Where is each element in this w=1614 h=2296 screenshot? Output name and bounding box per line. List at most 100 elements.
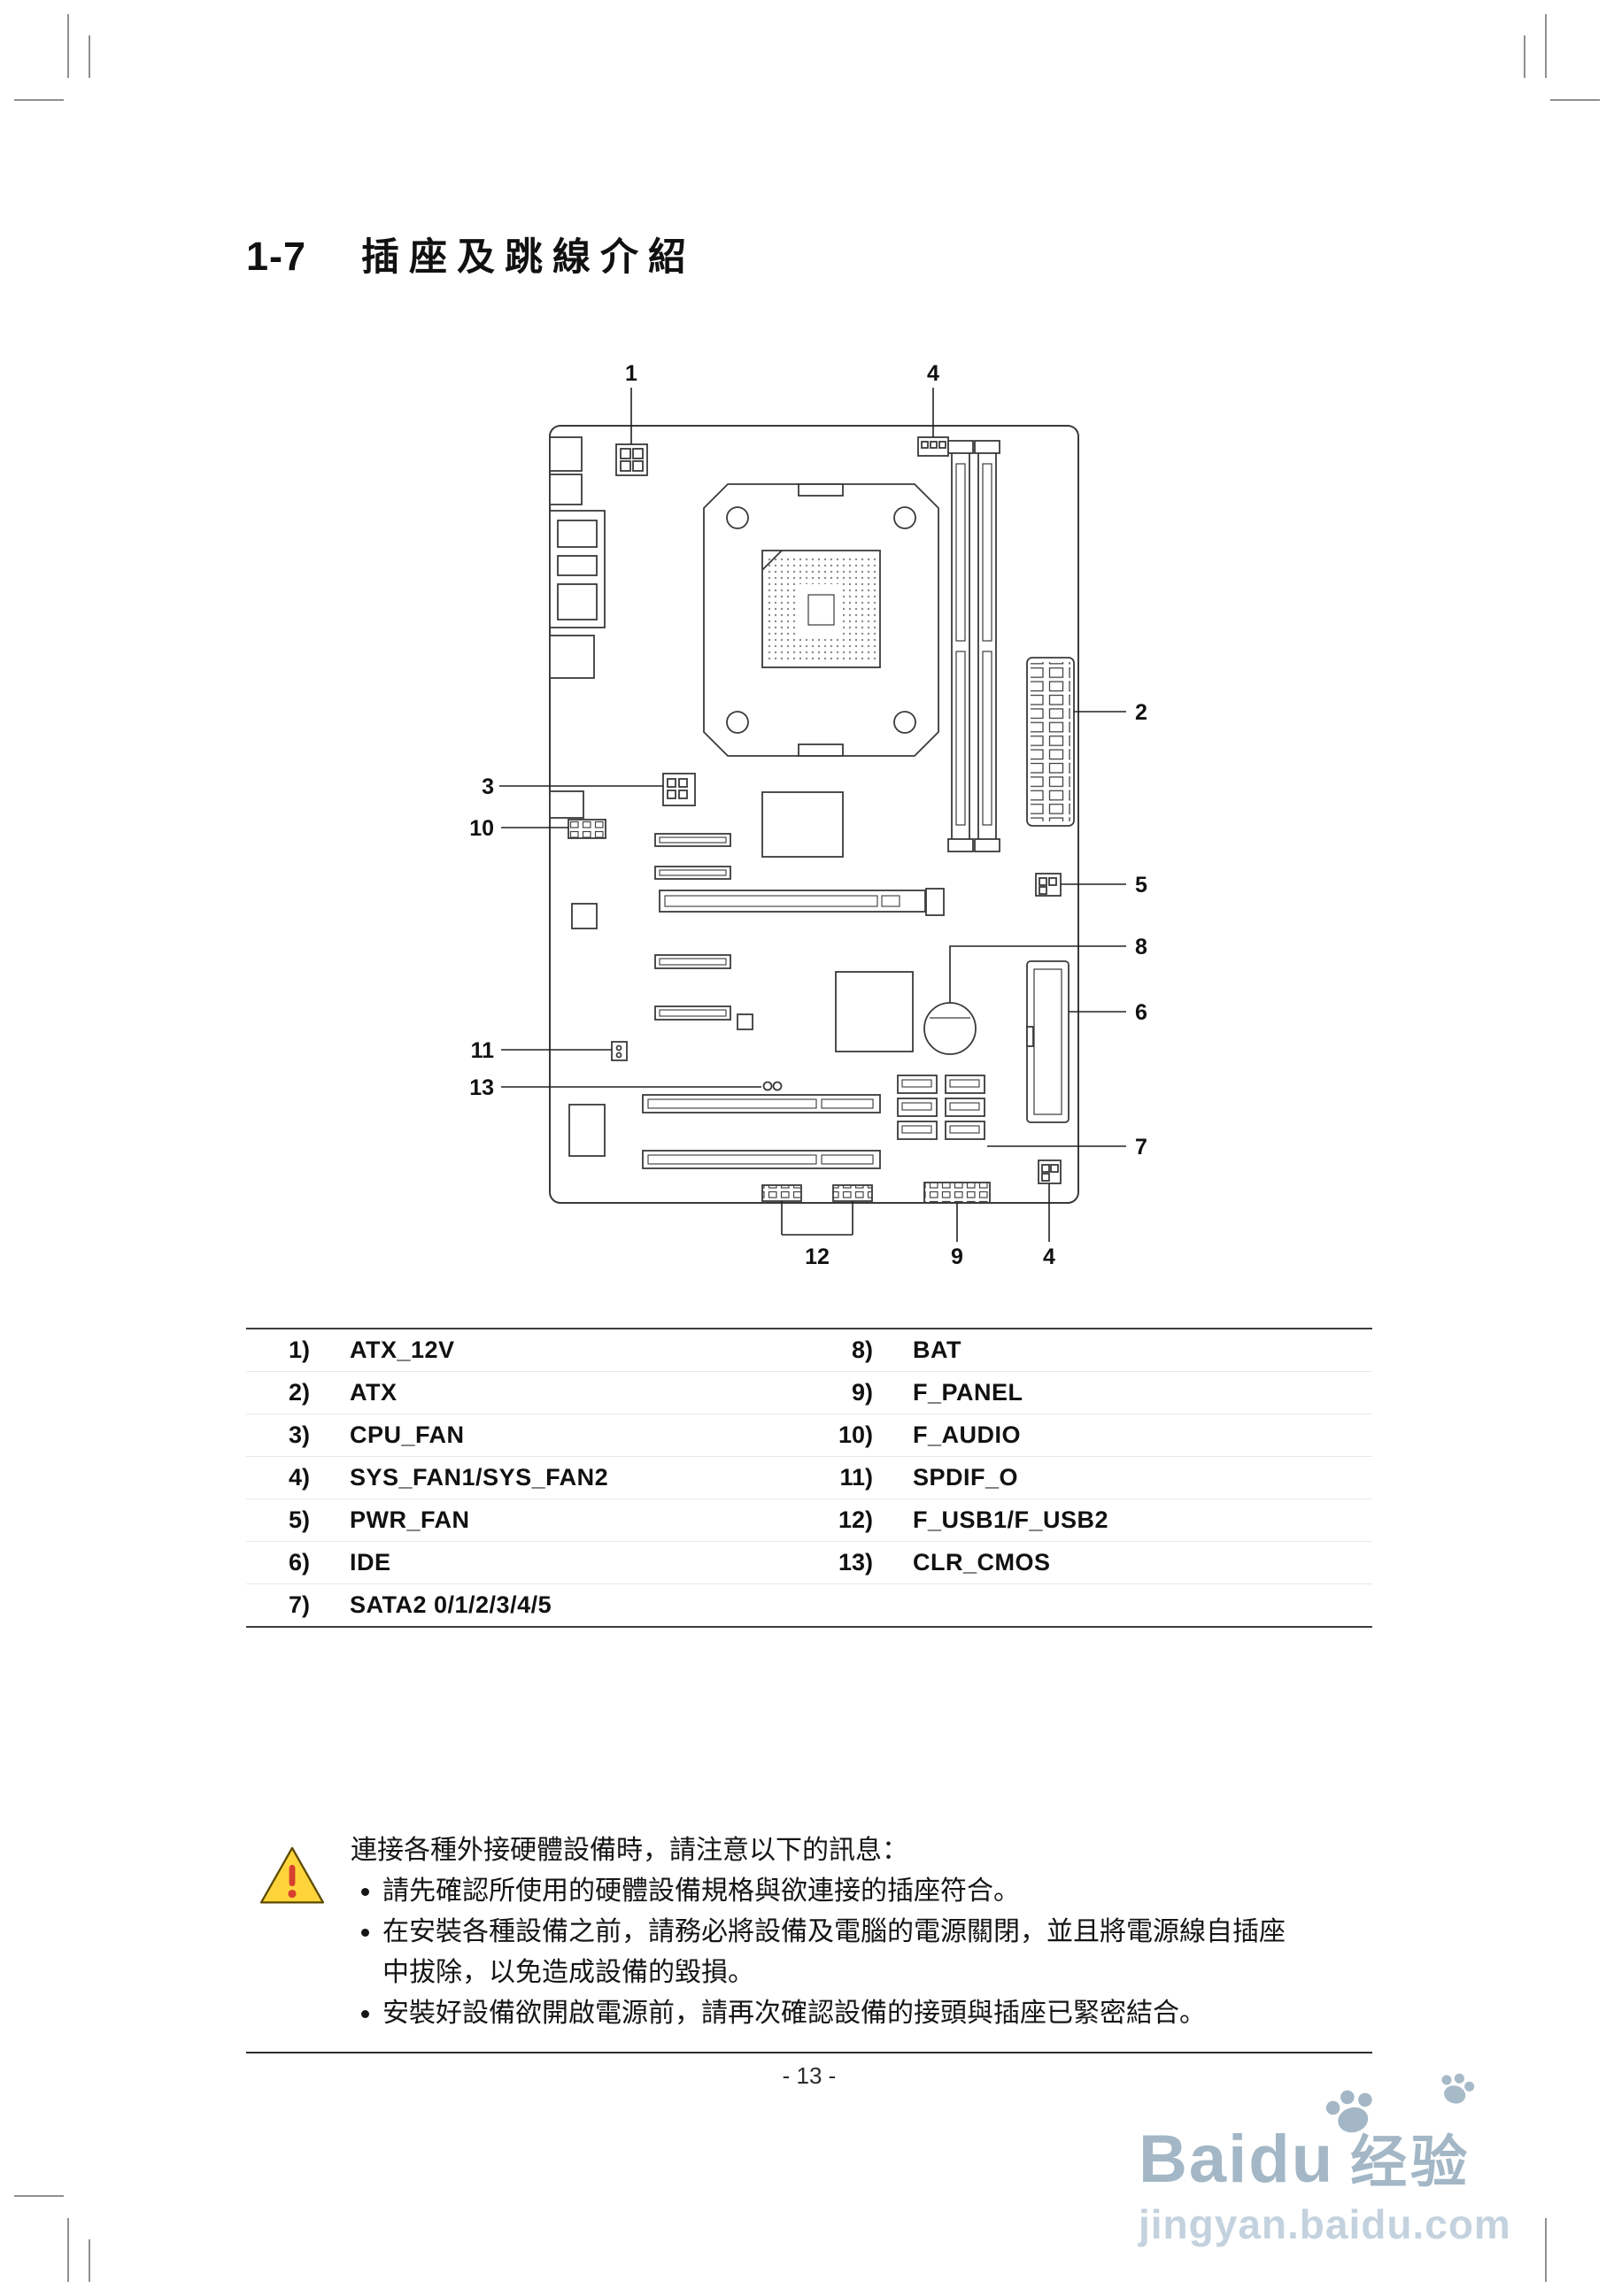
battery [923,1002,977,1055]
clr-cmos-jumper [762,1081,783,1091]
pwr-fan-connector [1035,873,1062,897]
entry-label: ATX_12V [350,1337,455,1363]
warning-bullet-list: 請先確認所使用的硬體設備規格與欲連接的插座符合。 在安裝各種設備之前，請務必將設… [351,1871,1372,2034]
entry-label: PWR_FAN [350,1506,470,1533]
table-row: 1) ATX_12V 8)BAT [246,1329,1372,1372]
warning-note: 連接各種外接硬體設備時，請注意以下的訊息： 請先確認所使用的硬體設備規格與欲連接… [246,1830,1372,2034]
warning-bullet: 安裝好設備欲開啟電源前，請再次確認設備的接頭與插座已緊密結合。 [382,1993,1303,2034]
connector-entry: 2)ATX [246,1379,809,1406]
watermark-url: jingyan.baidu.com [1139,2201,1511,2247]
callout-leader-lines [499,388,1126,1242]
callout-f-panel: 9 [951,1244,963,1269]
entry-number: 13) [838,1549,873,1576]
connector-entry: 8)BAT [809,1337,1372,1364]
callout-f-usb: 12 [805,1244,830,1269]
ide-connector [1026,960,1070,1123]
paw-icon [1441,2073,1475,2104]
entry-number: 2) [288,1379,310,1406]
callout-sys-fan1: 4 [927,361,939,386]
table-row: 3) CPU_FAN 10)F_AUDIO [246,1414,1372,1457]
entry-label: SYS_FAN1/SYS_FAN2 [350,1464,609,1491]
callout-atx: 2 [1135,700,1147,725]
callout-pwr-fan: 5 [1135,873,1147,898]
connector-entry: 10)F_AUDIO [809,1422,1372,1449]
crop-mark [1524,35,1525,78]
cpu-socket [703,483,939,757]
connector-entry: 3) CPU_FAN [246,1422,809,1449]
callout-atx-12v: 1 [625,361,637,386]
callout-sata: 7 [1135,1135,1147,1160]
crop-mark [14,2195,64,2197]
pcie-x1-slots [654,833,753,1030]
crop-mark [1545,14,1547,78]
io-controller-chip [568,1104,606,1157]
sys-fan2-connector [1038,1160,1062,1184]
connector-entry: 1) ATX_12V [246,1337,809,1364]
connector-entry: 12)F_USB1/F_USB2 [809,1506,1372,1534]
connector-table: 1) ATX_12V 8)BAT 2)ATX 9) F_PANEL 3) CPU_FA… [246,1328,1372,1628]
entry-label: F_USB1/F_USB2 [913,1506,1109,1533]
crop-mark [1550,99,1600,101]
connector-entry: 6) IDE [246,1549,809,1576]
spdif-header [611,1041,628,1061]
warning-icon [259,1846,325,1904]
entry-number: 6) [288,1549,310,1576]
io-port-block [549,510,606,628]
entry-number: 10) [838,1422,873,1448]
watermark: Baidu 经验 jingyan.baidu.com [1139,2073,1608,2248]
callout-sys-fan2: 4 [1043,1244,1055,1269]
callout-cpu-fan: 3 [482,774,494,799]
ps2-ports [549,436,583,505]
section-number: 1-7 [246,234,307,279]
f-usb2-header [832,1184,873,1202]
f-usb1-header [761,1184,802,1202]
connector-entry: 9) F_PANEL [809,1379,1372,1406]
connector-entry: 13) CLR_CMOS [809,1549,1372,1576]
connector-entry: 4) SYS_FAN1/SYS_FAN2 [246,1464,809,1491]
entry-number: 3) [288,1422,310,1448]
table-row: 7) SATA2 0/1/2/3/4/5 [246,1584,1372,1626]
callout-ide: 6 [1135,1000,1147,1025]
entry-number: 4) [288,1464,310,1491]
entry-label: F_PANEL [913,1379,1023,1406]
warning-text: 連接各種外接硬體設備時，請注意以下的訊息： 請先確認所使用的硬體設備規格與欲連接… [351,1830,1372,2034]
cpu-fan-connector [662,773,696,806]
bios-chip [571,903,598,929]
entry-label: CPU_FAN [350,1422,465,1448]
callout-bat: 8 [1135,935,1147,959]
dimm-slots [947,440,1000,852]
entry-number: 1) [288,1337,310,1363]
crop-mark [67,2218,69,2282]
warning-bullet: 在安裝各種設備之前，請務必將設備及電腦的電源關閉，並且將電源線自插座中拔除，以免… [382,1912,1303,1993]
entry-number: 7) [288,1591,310,1618]
f-audio-header [568,819,606,839]
sys-fan1-connector [917,436,949,457]
entry-label: IDE [350,1549,391,1576]
crop-mark [67,14,69,78]
page-number: - 13 - [782,2062,837,2089]
entry-number: 9) [851,1379,873,1406]
crop-mark [89,35,90,78]
entry-number: 8) [851,1337,873,1363]
watermark-brand-text: Baidu [1139,2122,1335,2197]
motherboard-diagram: 1 4 2 3 10 5 8 6 11 13 7 12 9 4 [469,361,1147,1269]
entry-number: 5) [288,1506,310,1533]
northbridge-chip [761,791,844,858]
sata-connectors [897,1075,985,1140]
connector-entry: 11) SPDIF_O [809,1464,1372,1491]
table-row: 2)ATX 9) F_PANEL [246,1372,1372,1414]
footer-rule [246,2052,1372,2053]
entry-number: 11) [839,1464,873,1491]
entry-label: SATA2 0/1/2/3/4/5 [350,1591,552,1618]
watermark-brand: Baidu 经验 [1139,2073,1608,2199]
section-title: 插座及跳線介紹 [361,237,697,279]
warning-intro: 連接各種外接硬體設備時，請注意以下的訊息： [351,1836,908,1865]
entry-label: CLR_CMOS [913,1549,1051,1576]
watermark-badge-text: 经验 [1350,2130,1471,2194]
warning-bullet: 請先確認所使用的硬體設備規格與欲連接的插座符合。 [382,1871,1303,1912]
page-title: 1-7 插座及跳線介紹 [246,227,696,281]
callout-clr-cmos: 13 [469,1075,494,1100]
f-panel-header [923,1182,991,1204]
paw-icon [1325,2090,1372,2133]
entry-label: SPDIF_O [913,1464,1019,1491]
